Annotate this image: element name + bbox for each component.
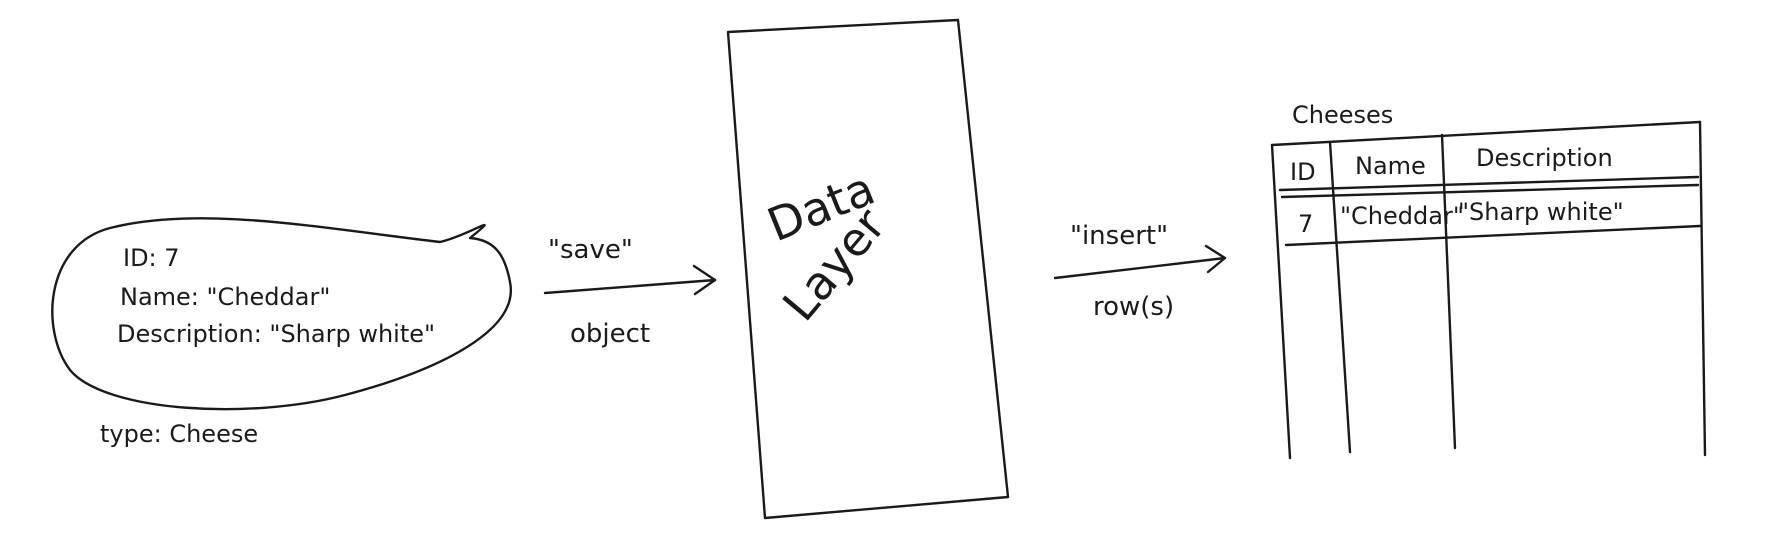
- insert-arrow-shaft: [1053, 256, 1227, 280]
- save-arrow-shaft: [543, 278, 717, 295]
- table-header-divider-2: [1280, 183, 1700, 199]
- insert-arrowhead-icon: [1204, 244, 1227, 274]
- save-arrow-top-label: "save": [548, 235, 633, 265]
- save-arrow-bottom-label: object: [570, 319, 650, 349]
- table-outer-top: [1270, 120, 1702, 147]
- table-col-separator-2: [1440, 133, 1457, 450]
- object-name-line: Name: "Cheddar": [120, 283, 330, 311]
- table-cell-description: "Sharp white": [1458, 198, 1624, 226]
- table-col-separator-1: [1328, 140, 1352, 454]
- table-cell-name: "Cheddar": [1340, 202, 1464, 230]
- object-type-label: type: Cheese: [100, 420, 258, 448]
- table-header-name: Name: [1355, 152, 1426, 180]
- table-cell-id: 7: [1298, 210, 1313, 238]
- object-description-line: Description: "Sharp white": [117, 320, 435, 348]
- table-header-divider-1: [1278, 175, 1700, 192]
- table-right-border: [1698, 120, 1707, 457]
- table-left-border: [1270, 143, 1292, 460]
- table-header-id: ID: [1290, 158, 1316, 186]
- table-header-description: Description: [1476, 144, 1613, 172]
- table-row-divider: [1284, 224, 1702, 247]
- object-blob: [51, 217, 513, 411]
- data-layer-box: [726, 18, 1010, 520]
- object-id-line: ID: 7: [123, 244, 180, 272]
- insert-arrow-top-label: "insert": [1070, 221, 1168, 251]
- table-title: Cheeses: [1292, 101, 1393, 129]
- insert-arrow-bottom-label: row(s): [1093, 292, 1174, 322]
- save-arrowhead-icon: [692, 264, 717, 296]
